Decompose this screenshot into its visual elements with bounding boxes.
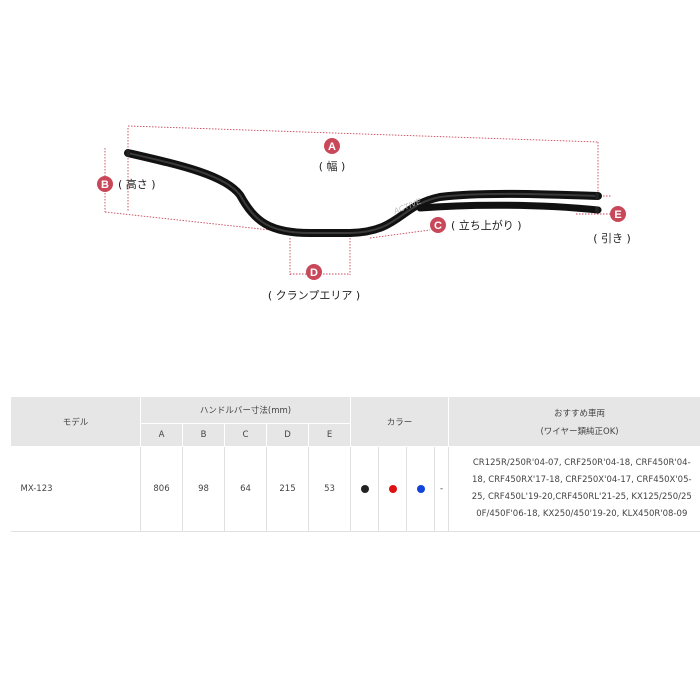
- header-dimensions: ハンドルバー寸法(mm): [139, 396, 352, 424]
- header-col-b: B: [182, 423, 225, 447]
- cell-model: MX-123: [10, 446, 141, 532]
- dim-a-letter: A: [328, 141, 336, 153]
- cell-fitment: CR125R/250R'04-07, CRF250R'04-18, CRF450…: [448, 446, 700, 532]
- dim-d-label: ( クランプエリア ): [268, 289, 360, 302]
- color-dot-black: [360, 484, 369, 493]
- dim-b-label: ( 高さ ): [118, 177, 156, 191]
- header-col-d: D: [266, 423, 309, 447]
- cell-color-black: [350, 446, 380, 532]
- dim-d-marker: D ( クランプエリア ): [268, 264, 360, 302]
- dim-b-letter: B: [101, 179, 109, 191]
- header-col-c: C: [224, 423, 267, 447]
- fitment-line: 0F/450F'06-18, KX250/450'19-20, KLX450R'…: [476, 509, 688, 519]
- header-fitment-line2: (ワイヤー類純正OK): [540, 426, 619, 437]
- header-col-a: A: [140, 423, 183, 447]
- cell-d: 215: [266, 446, 309, 532]
- cell-color-blue: [406, 446, 436, 532]
- dim-e-marker: E ( 引き ): [593, 206, 631, 245]
- dim-a-label: ( 幅 ): [319, 160, 346, 173]
- fitment-line: CR125R/250R'04-07, CRF250R'04-18, CRF450…: [472, 458, 691, 468]
- dimension-guides: [104, 125, 612, 275]
- dim-c-label: ( 立ち上がり ): [451, 218, 522, 232]
- table-row: MX-123 806 98 64 215 53 - CR125R/250R'04…: [10, 446, 700, 532]
- cell-c: 64: [224, 446, 267, 532]
- dim-b-marker: B ( 高さ ): [97, 176, 156, 192]
- dim-c-letter: C: [434, 220, 442, 232]
- header-color: カラー: [350, 396, 450, 447]
- cell-color-red: [378, 446, 408, 532]
- fitment-line: 18, CRF450RX'17-18, CRF250X'04-17, CRF45…: [472, 475, 692, 485]
- header-model: モデル: [10, 396, 141, 447]
- header-fitment: おすすめ車両 (ワイヤー類純正OK): [448, 396, 700, 447]
- fitment-line: 25, CRF450L'19-20,CRF450RL'21-25, KX125/…: [471, 492, 692, 502]
- dim-e-label: ( 引き ): [593, 231, 631, 245]
- dim-c-marker: C ( 立ち上がり ): [430, 217, 522, 233]
- header-col-e: E: [307, 423, 352, 447]
- cell-a: 806: [140, 446, 183, 532]
- dim-a-marker: A ( 幅 ): [319, 138, 346, 173]
- color-dot-blue: [416, 484, 425, 493]
- handlebar-diagram: ACTIVE A ( 幅 ) B ( 高さ ) C ( 立ち上がり ) D ( …: [97, 125, 631, 302]
- handlebar-image: [124, 149, 602, 237]
- spec-table: モデル ハンドルバー寸法(mm) カラー おすすめ車両 (ワイヤー類純正OK) …: [10, 396, 700, 532]
- color-dot-red: [388, 484, 397, 493]
- cell-b: 98: [182, 446, 225, 532]
- dim-e-letter: E: [614, 209, 621, 221]
- cell-e: 53: [308, 446, 352, 532]
- header-fitment-line1: おすすめ車両: [554, 408, 606, 419]
- cell-color-extra: -: [434, 446, 450, 532]
- dim-d-letter: D: [310, 267, 318, 279]
